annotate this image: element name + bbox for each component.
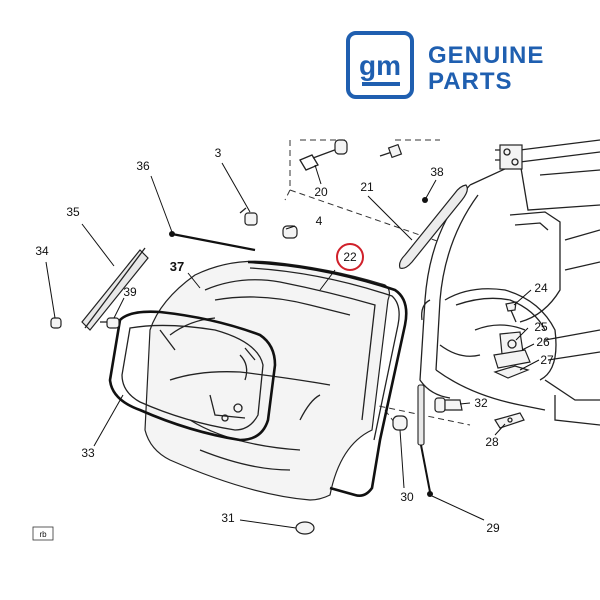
callout-29: 29 (486, 521, 500, 535)
reference-line (284, 189, 291, 201)
fastener-20 (299, 139, 348, 171)
callout-32: 32 (474, 396, 488, 410)
liftgate-panel (144, 260, 391, 501)
bolt-top (379, 143, 403, 159)
callout-36: 36 (136, 159, 150, 173)
callout-28: 28 (485, 435, 499, 449)
fastener-34 (50, 317, 62, 329)
bumper-32 (434, 397, 463, 413)
gm-logo: gm (346, 31, 414, 99)
callout-25: 25 (534, 320, 548, 334)
fastener-38 (422, 197, 428, 203)
highlight-circle (336, 243, 364, 271)
bumper-30 (392, 415, 408, 431)
bolt-24 (505, 301, 517, 323)
trim-molding (398, 184, 468, 269)
gm-logo-letters: gm (359, 50, 401, 81)
callout-3: 3 (215, 146, 222, 160)
callout-21: 21 (360, 180, 374, 194)
release-rod (171, 232, 256, 252)
callout-20: 20 (314, 185, 328, 199)
gas-strut-29 (417, 384, 433, 497)
callout-34: 34 (35, 244, 49, 258)
vehicle-body (419, 139, 600, 426)
callout-24: 24 (534, 281, 548, 295)
brand-parts: PARTS (428, 68, 513, 95)
callout-4: 4 (316, 214, 323, 228)
window-seal (108, 310, 277, 442)
callout-26: 26 (536, 335, 550, 349)
callout-33: 33 (81, 446, 95, 460)
gm-logo-frame (346, 31, 414, 99)
latch-25-26 (493, 331, 531, 369)
callout-39: 39 (123, 285, 137, 299)
liftgate-weatherstrip (247, 260, 408, 497)
fastener-39 (100, 317, 120, 329)
fastener-3 (239, 207, 258, 226)
corner-tag-box (32, 526, 54, 541)
callout-38: 38 (430, 165, 444, 179)
plug-31 (295, 521, 315, 535)
brand-genuine: GENUINE (428, 42, 544, 69)
hinge-top (495, 144, 523, 170)
callout-35: 35 (66, 205, 80, 219)
callout-31: 31 (221, 511, 235, 525)
callout-27: 27 (540, 353, 554, 367)
callout-37: 37 (170, 259, 184, 274)
callout-22: 22 (343, 250, 357, 264)
callout-30: 30 (400, 490, 414, 504)
striker-28 (494, 412, 525, 429)
striker-27 (493, 365, 530, 379)
corner-tag: rb (39, 530, 47, 539)
